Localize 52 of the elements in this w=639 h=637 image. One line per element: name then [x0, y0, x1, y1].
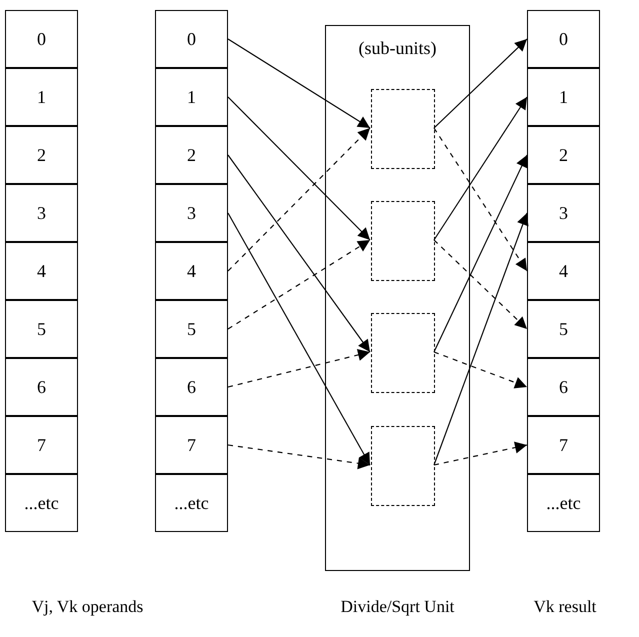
register-cell: 4: [527, 242, 600, 300]
arrow: [228, 154, 370, 352]
arrow: [434, 154, 528, 352]
register-cell: 1: [5, 68, 78, 126]
arrow: [228, 212, 370, 466]
dashed-arrow: [228, 240, 370, 330]
register-cell: 3: [527, 184, 600, 242]
register-cell: 5: [155, 300, 228, 358]
column-caption: Vk result: [532, 597, 598, 617]
arrow: [434, 96, 528, 240]
register-cell: ...etc: [5, 474, 78, 532]
sub-unit-box: [371, 89, 435, 169]
dashed-arrow: [228, 128, 370, 272]
unit-box: [325, 25, 470, 571]
dashed-arrow: [434, 351, 528, 388]
dashed-arrow: [228, 349, 370, 388]
arrow: [433, 212, 528, 466]
sub-unit-box: [371, 313, 435, 393]
unit-heading: (sub-units): [358, 38, 438, 59]
dashed-arrow: [434, 128, 528, 272]
arrow: [228, 38, 370, 128]
register-cell: 7: [527, 416, 600, 474]
unit-caption: Divide/Sqrt Unit: [340, 597, 456, 617]
register-cell: 3: [155, 184, 228, 242]
register-cell: 2: [5, 126, 78, 184]
register-cell: ...etc: [155, 474, 228, 532]
register-cell: 5: [527, 300, 600, 358]
arrow: [434, 38, 528, 128]
register-cell: 3: [5, 184, 78, 242]
register-cell: 0: [5, 10, 78, 68]
register-cell: 1: [527, 68, 600, 126]
register-cell: 5: [5, 300, 78, 358]
register-cell: 7: [5, 416, 78, 474]
arrow: [228, 96, 370, 240]
register-cell: 6: [155, 358, 228, 416]
sub-unit-box: [371, 426, 435, 506]
register-cell: 6: [527, 358, 600, 416]
register-cell: 1: [155, 68, 228, 126]
dashed-arrow: [228, 444, 370, 470]
sub-unit-box: [371, 201, 435, 281]
register-cell: 2: [155, 126, 228, 184]
register-cell: 2: [527, 126, 600, 184]
dashed-arrow: [434, 240, 528, 330]
register-cell: 4: [155, 242, 228, 300]
register-cell: 7: [155, 416, 228, 474]
register-cell: 0: [527, 10, 600, 68]
column-caption: Vj, Vk operands: [30, 597, 144, 617]
register-cell: ...etc: [527, 474, 600, 532]
register-cell: 0: [155, 10, 228, 68]
register-cell: 4: [5, 242, 78, 300]
dashed-arrow: [434, 442, 528, 466]
register-cell: 6: [5, 358, 78, 416]
